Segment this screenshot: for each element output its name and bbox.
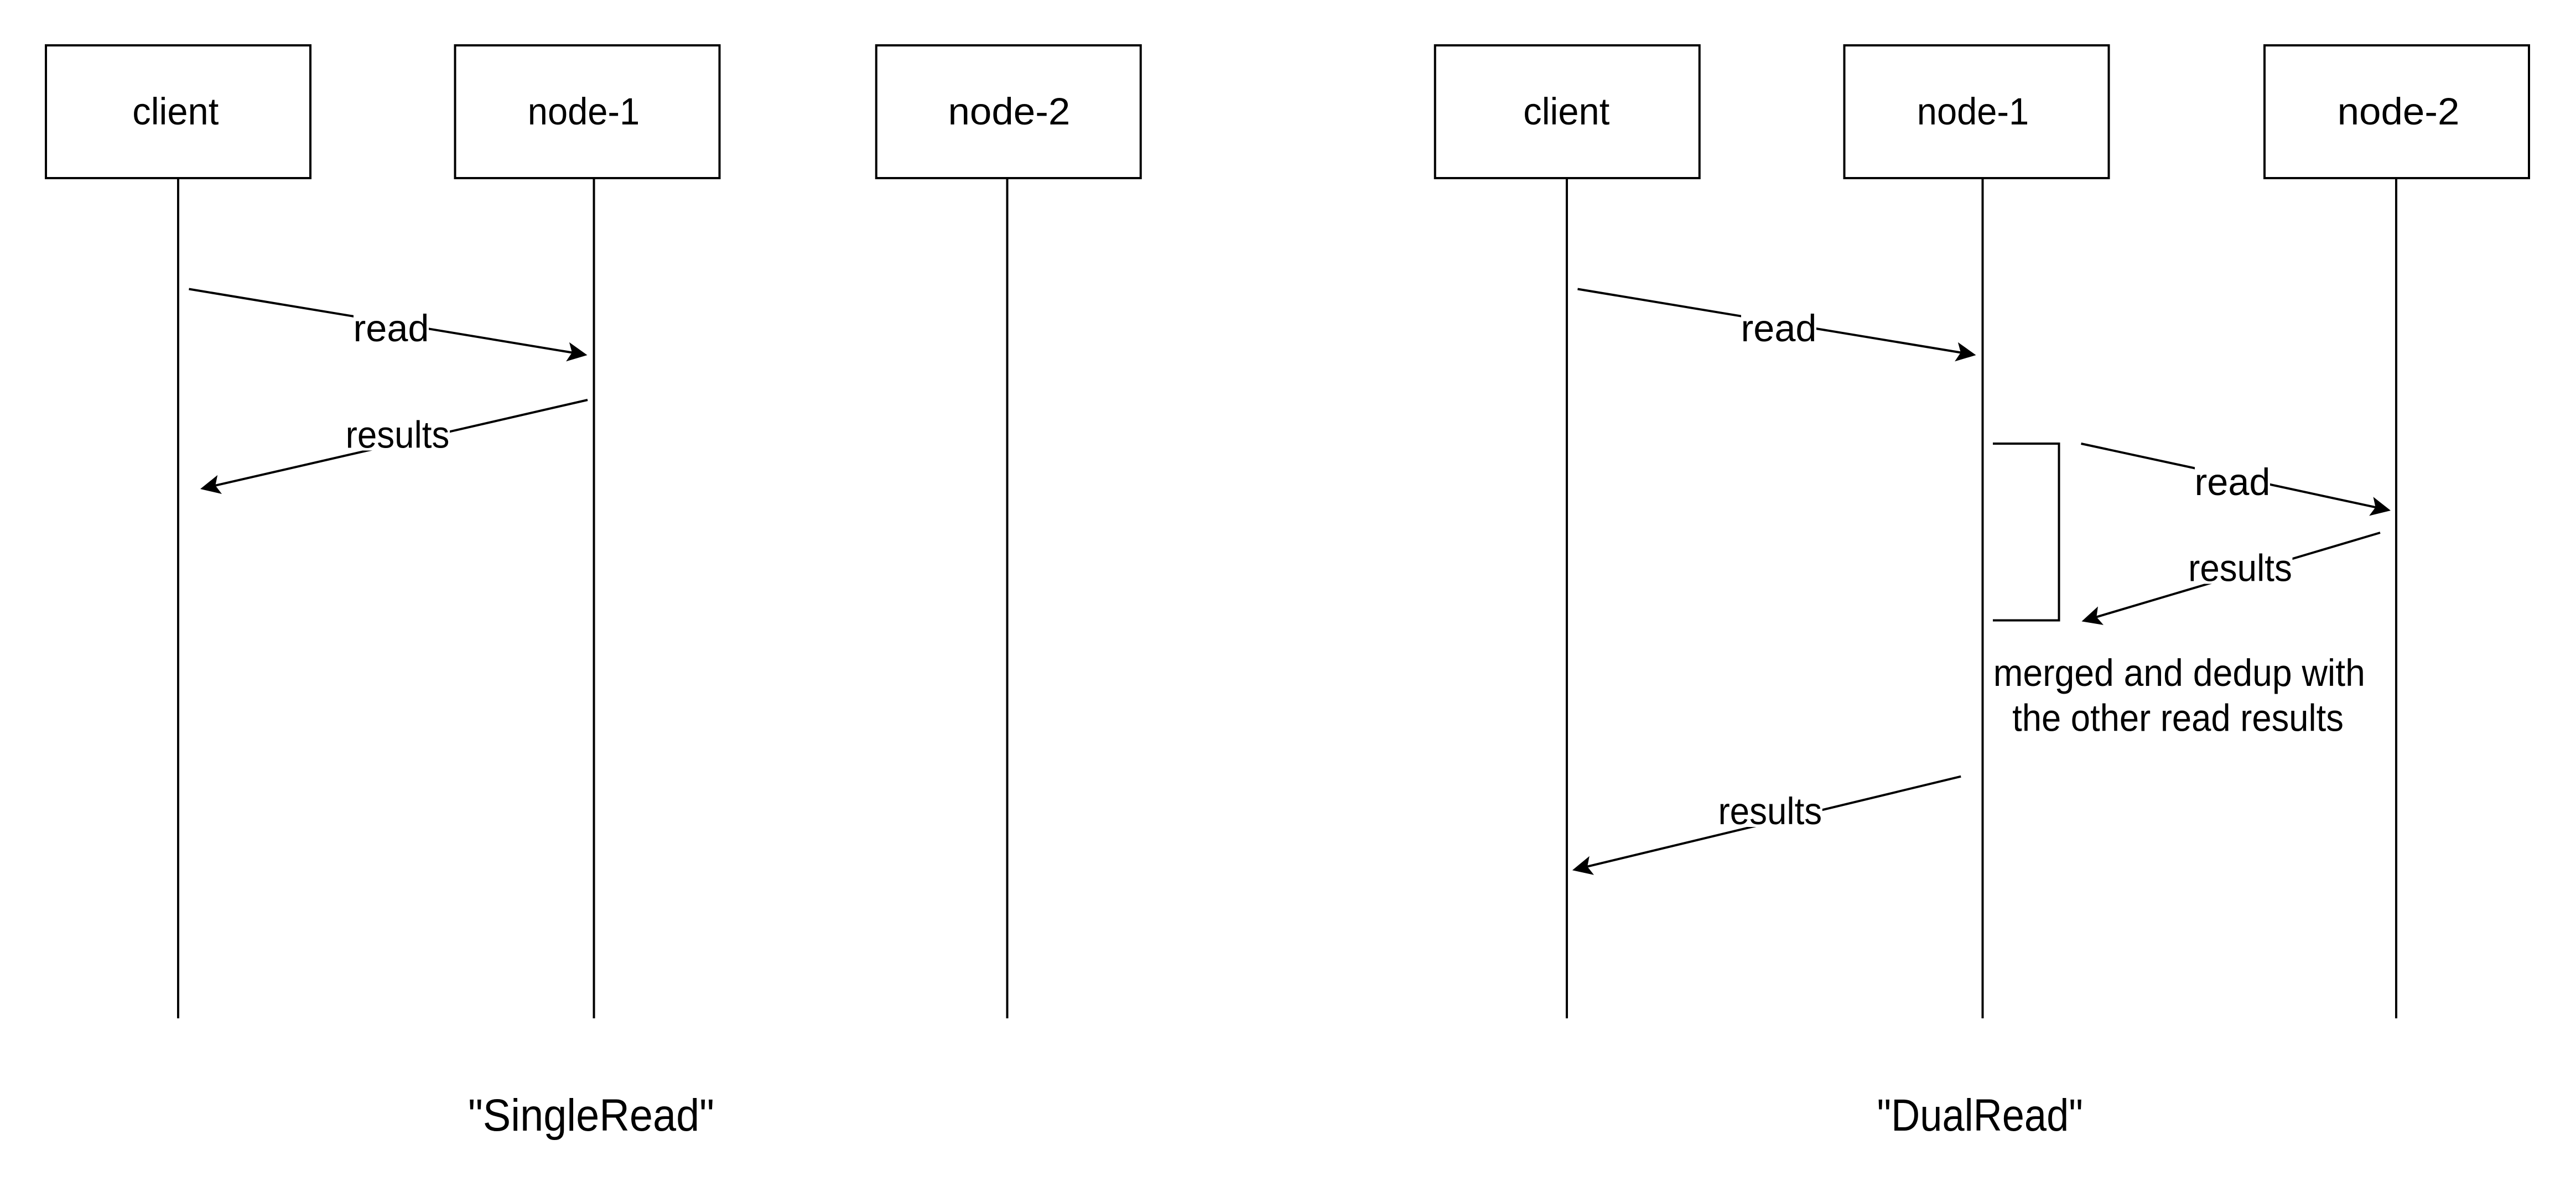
svg-text:results: results: [1718, 790, 1822, 832]
svg-text:client: client: [1523, 90, 1609, 133]
svg-text:merged and dedup with: merged and dedup with: [1993, 652, 2365, 694]
svg-text:node-2: node-2: [2338, 90, 2460, 133]
svg-text:read: read: [2195, 461, 2271, 503]
svg-text:"DualRead": "DualRead": [1877, 1090, 2083, 1141]
svg-text:read: read: [354, 307, 429, 350]
svg-text:client: client: [132, 90, 219, 133]
svg-text:the other read results: the other read results: [2012, 697, 2344, 740]
svg-text:node-1: node-1: [1917, 90, 2029, 133]
svg-text:node-1: node-1: [528, 90, 640, 133]
svg-text:"SingleRead": "SingleRead": [468, 1090, 714, 1141]
svg-text:results: results: [346, 414, 450, 456]
svg-text:read: read: [1741, 307, 1817, 350]
svg-text:results: results: [2188, 547, 2292, 590]
svg-text:node-2: node-2: [948, 90, 1071, 133]
